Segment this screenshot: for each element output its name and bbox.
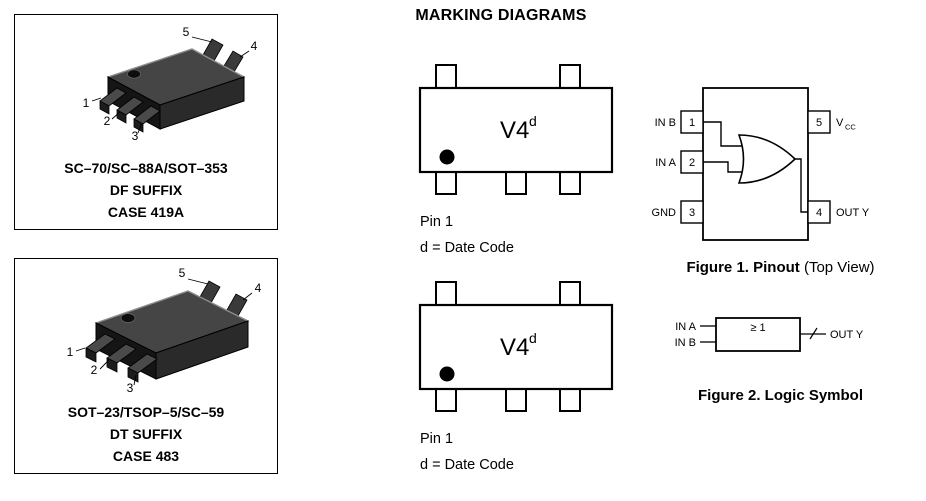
pin-number-4: 4 [255, 281, 262, 295]
logic-input-wires [700, 325, 716, 343]
package1-caption: SC–70/SC–88A/SOT–353 DF SUFFIX CASE 419A [15, 157, 277, 223]
package1-suffix: DF SUFFIX [109, 182, 183, 198]
logic-in-b: IN B [675, 337, 696, 349]
pin-number-3: 3 [127, 381, 134, 395]
label-out-y: OUT Y [836, 207, 870, 219]
marking-outline-1: V4 d [418, 64, 614, 195]
pinout-num-3: 3 [689, 207, 695, 219]
package2-name: SOT–23/TSOP–5/SC–59 [67, 404, 225, 420]
package2-pin-leader-lines [75, 278, 253, 386]
pin1-note: Pin 1 [420, 431, 454, 447]
marking1-date-sup: d [529, 113, 537, 129]
gate-function-label: ≥ 1 [750, 322, 765, 334]
or-gate-symbol [737, 134, 797, 184]
package1-case: CASE 419A [107, 204, 185, 220]
package1-pin1-indicator-dot [127, 69, 141, 79]
date-code-note: d = Date Code [420, 240, 514, 256]
marking-diagram-1: V4 d Pin 1 d = Date Code [410, 62, 622, 261]
label-gnd: GND [652, 207, 677, 219]
package1-bevel-edge [107, 48, 245, 78]
figure1-pinout-diagram: 1 2 3 5 4 IN B IN A GND V CC OUT Y [652, 87, 870, 241]
label-vcc-main: V [836, 117, 844, 129]
pin-number-2: 2 [104, 114, 111, 128]
package-case-box-2: 1 2 3 4 5 SOT–23/TSOP–5/SC–59 DT SUFFIX … [14, 258, 278, 474]
package1-name: SC–70/SC–88A/SOT–353 [64, 160, 228, 176]
figure2-logic-symbol: IN A IN B ≥ 1 OUT Y [675, 317, 864, 352]
pin-number-4: 4 [251, 39, 258, 53]
figure1-caption-bold: Figure 1. Pinout [686, 259, 800, 276]
package2-pin-numbers: 1 2 3 4 5 [67, 266, 262, 395]
pinout-signal-labels: IN B IN A GND V CC OUT Y [652, 117, 870, 219]
figure2-caption: Figure 2. Logic Symbol [697, 387, 864, 404]
marking1-pins [435, 64, 581, 195]
pin-number-1: 1 [83, 96, 90, 110]
label-vcc-sub: CC [845, 123, 856, 132]
pin-terminal-boxes [680, 110, 831, 224]
marking1-pin1-dot [439, 149, 455, 165]
page-title: MARKING DIAGRAMS [415, 7, 587, 24]
pin-number-5: 5 [183, 25, 190, 39]
label-in-a: IN A [655, 157, 676, 169]
logic-output-tick [809, 327, 818, 340]
pin1-note: Pin 1 [420, 214, 454, 230]
package2-suffix: DT SUFFIX [109, 426, 183, 442]
package2-bevel-edge [95, 290, 249, 324]
internal-wires [703, 121, 745, 173]
logic-in-a: IN A [675, 321, 696, 333]
package1-right-face [159, 76, 245, 130]
pin-number-1: 1 [67, 345, 74, 359]
marking1-notes: Pin 1 d = Date Code [410, 209, 622, 261]
marking-outline-2: V4 d [418, 281, 614, 412]
pin-number-5: 5 [179, 266, 186, 280]
pinout-num-4: 4 [816, 207, 822, 219]
package2-case: CASE 483 [112, 448, 180, 464]
package2-right-face [155, 320, 249, 380]
figure1-caption: Figure 1. Pinout (Top View) [648, 259, 913, 276]
pin-terminal-numbers: 1 2 3 5 4 [689, 117, 822, 219]
marking2-notes: Pin 1 d = Date Code [410, 426, 622, 478]
package-case-box-1: 1 2 3 4 5 SC–70/SC–88A/SOT–353 DF SUFFIX… [14, 14, 278, 230]
logic-labels: IN A IN B ≥ 1 OUT Y [675, 321, 864, 349]
output-wire [795, 158, 808, 213]
marking1-code: V4 [500, 117, 529, 144]
pinout-num-2: 2 [689, 157, 695, 169]
package1-pin-numbers: 1 2 3 4 5 [83, 25, 258, 143]
package-illustration-2: 1 2 3 4 5 [67, 266, 262, 395]
marking2-pin1-dot [439, 366, 455, 382]
pin-number-3: 3 [132, 129, 139, 143]
package1-bottom-leads [99, 87, 161, 133]
marking2-date-sup: d [529, 330, 537, 346]
pin-number-2: 2 [91, 363, 98, 377]
pinout-num-5: 5 [816, 117, 822, 129]
pinout-num-1: 1 [689, 117, 695, 129]
package-illustration-1: 1 2 3 4 5 [83, 25, 258, 143]
marking-diagram-2: V4 d Pin 1 d = Date Code [410, 279, 622, 478]
package2-caption: SOT–23/TSOP–5/SC–59 DT SUFFIX CASE 483 [15, 401, 277, 467]
package2-pin1-indicator-dot [120, 313, 136, 323]
figure1-caption-normal: (Top View) [799, 259, 875, 276]
package2-bottom-leads [85, 333, 158, 383]
package1-pin-leader-lines [91, 36, 250, 134]
marking2-code: V4 [500, 334, 529, 361]
logic-out-y: OUT Y [830, 329, 864, 341]
label-in-b: IN B [655, 117, 676, 129]
date-code-note: d = Date Code [420, 457, 514, 473]
